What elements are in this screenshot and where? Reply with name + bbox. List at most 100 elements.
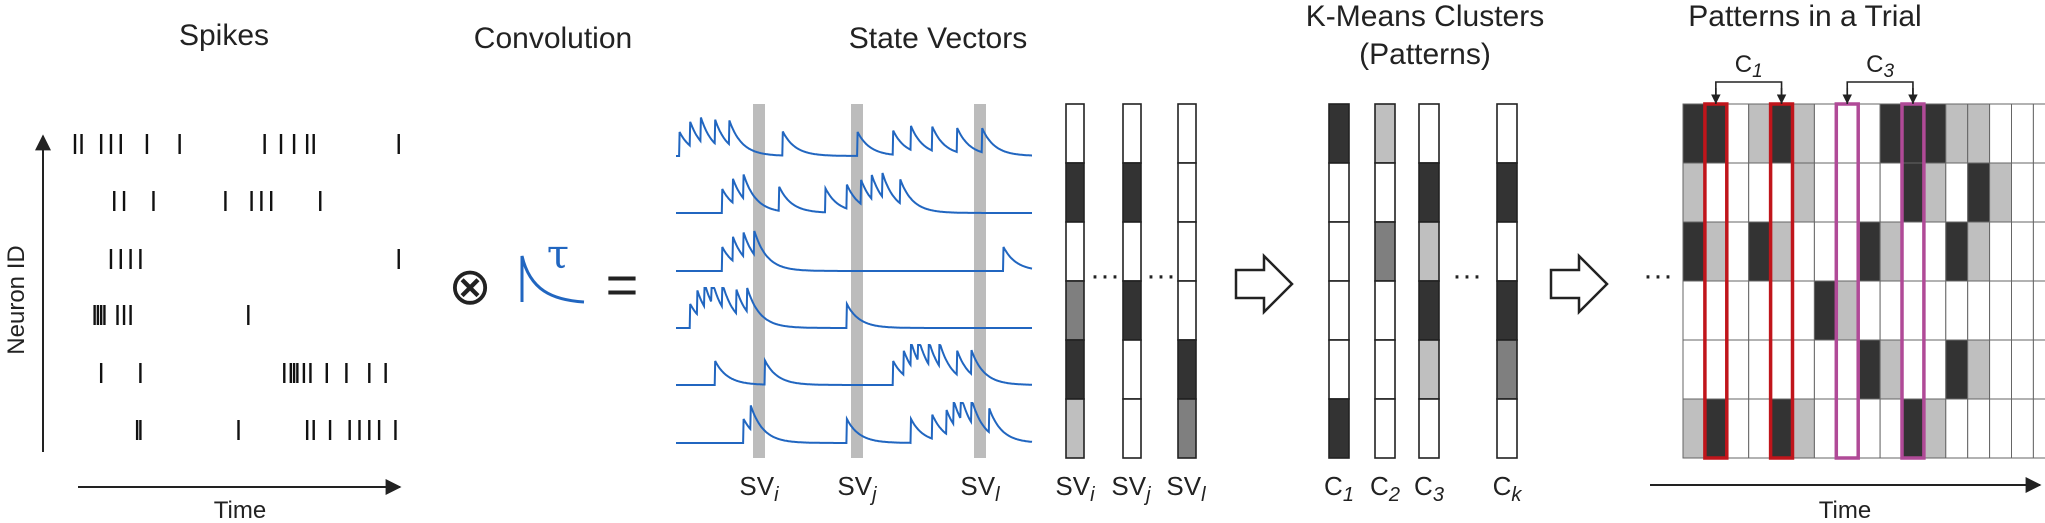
vector-cell — [1122, 339, 1142, 400]
trial-cell — [1923, 280, 1947, 341]
trial-cell — [1682, 162, 1706, 223]
bracket-label: C1 — [1735, 51, 1763, 82]
trial-cell — [1923, 221, 1947, 282]
trial-cell — [1945, 398, 1969, 459]
trial-cell — [1901, 398, 1925, 459]
vector-cell — [1177, 339, 1197, 400]
vector-cell — [1496, 339, 1518, 400]
trial-cell — [1835, 162, 1859, 223]
trial-cell — [1770, 221, 1793, 282]
trial-cell — [2011, 398, 2034, 459]
trial-cell — [1704, 398, 1728, 459]
neuron-id-label: Neuron ID — [3, 245, 30, 354]
trial-cell — [1813, 398, 1837, 459]
trial-grid — [1682, 102, 2045, 460]
sv-col-label-l-base: SV — [1166, 471, 1201, 501]
trial-cell — [1813, 280, 1837, 341]
sv-label-i-sub: i — [774, 484, 779, 506]
pattern-bracket — [1846, 81, 1914, 104]
cluster-label-base: C — [1324, 471, 1343, 501]
trial-cell — [1835, 398, 1859, 459]
bracket-label-base: C — [1866, 51, 1883, 78]
trial-cell — [1813, 103, 1837, 164]
trial-cell — [1704, 103, 1728, 164]
trial-cell — [1879, 162, 1903, 223]
trial-cell — [2032, 398, 2045, 459]
cluster-column — [1418, 103, 1440, 459]
state-trace — [676, 287, 1032, 329]
vector-cell — [1418, 280, 1440, 341]
vector-cell — [1065, 221, 1085, 282]
cluster-label-base: C — [1414, 471, 1433, 501]
trial-cell — [1989, 162, 2012, 223]
trial-cell — [2011, 221, 2034, 282]
sv-col-label-i-base: SV — [1055, 471, 1090, 501]
trial-cell — [2011, 280, 2034, 341]
vector-cell — [1374, 339, 1396, 400]
time-label-left: Time — [214, 497, 266, 523]
vector-cell — [1328, 162, 1350, 223]
trial-cell — [1901, 162, 1925, 223]
trial-cell — [1901, 339, 1925, 400]
vector-cell — [1177, 162, 1197, 223]
trial-cell — [1704, 221, 1728, 282]
trial-cell — [1748, 339, 1772, 400]
cluster-column — [1328, 103, 1350, 459]
trial-cell — [2032, 162, 2045, 223]
bracket-label-base: C — [1735, 51, 1752, 78]
cluster-column — [1496, 103, 1518, 459]
vector-cell — [1122, 398, 1142, 459]
sv-ellipsis-1: ··· — [1090, 259, 1120, 292]
trial-cell — [1748, 221, 1772, 282]
cluster-label: C1 — [1324, 471, 1354, 506]
trial-cell — [1813, 221, 1837, 282]
sv-label-l-base: SV — [960, 471, 995, 501]
trial-cell — [1726, 221, 1750, 282]
trial-cell — [1857, 398, 1881, 459]
trial-cell — [1989, 221, 2012, 282]
trial-cell — [1792, 221, 1815, 282]
trial-cell — [1879, 398, 1903, 459]
exponential-kernel-icon — [520, 255, 585, 304]
equals-symbol: = — [606, 253, 639, 316]
trial-cell — [1813, 162, 1837, 223]
state-trace — [676, 172, 1032, 214]
cluster-columns — [1328, 103, 1518, 459]
trial-cell — [1945, 221, 1969, 282]
vector-cell — [1418, 162, 1440, 223]
trial-cell — [1770, 339, 1793, 400]
state-vector-column — [1177, 103, 1197, 459]
sv-col-label-j-sub: j — [1143, 484, 1151, 506]
vector-cell — [1496, 280, 1518, 341]
vector-cell — [1374, 103, 1396, 164]
time-label-right: Time — [1819, 497, 1871, 523]
cluster-label-base: C — [1493, 471, 1512, 501]
vector-cell — [1065, 162, 1085, 223]
trial-cell — [1682, 339, 1706, 400]
trial-cell — [1704, 162, 1728, 223]
vector-cell — [1122, 103, 1142, 164]
spike-raster — [73, 134, 400, 440]
trial-cell — [1967, 162, 1991, 223]
vector-cell — [1496, 221, 1518, 282]
sample-bar-i — [753, 104, 765, 458]
bracket-label: C3 — [1866, 51, 1894, 82]
convolve-symbol: ⊗ — [448, 258, 492, 316]
cluster-label-sub: k — [1511, 484, 1522, 506]
cluster-label-base: C — [1370, 471, 1389, 501]
trial-cell — [1989, 339, 2012, 400]
cluster-label-sub: 1 — [1343, 484, 1354, 506]
sv-bar-labels: SVi SVj SVl — [739, 471, 1000, 506]
vector-cell — [1374, 221, 1396, 282]
sv-label-j: SVj — [837, 471, 877, 506]
trial-cell — [1901, 221, 1925, 282]
bracket-label-sub: 3 — [1883, 61, 1894, 82]
vector-cell — [1418, 221, 1440, 282]
tau-symbol: τ — [547, 232, 569, 278]
state-trace — [676, 344, 1032, 386]
state-trace — [676, 117, 1032, 157]
sv-label-j-base: SV — [837, 471, 872, 501]
